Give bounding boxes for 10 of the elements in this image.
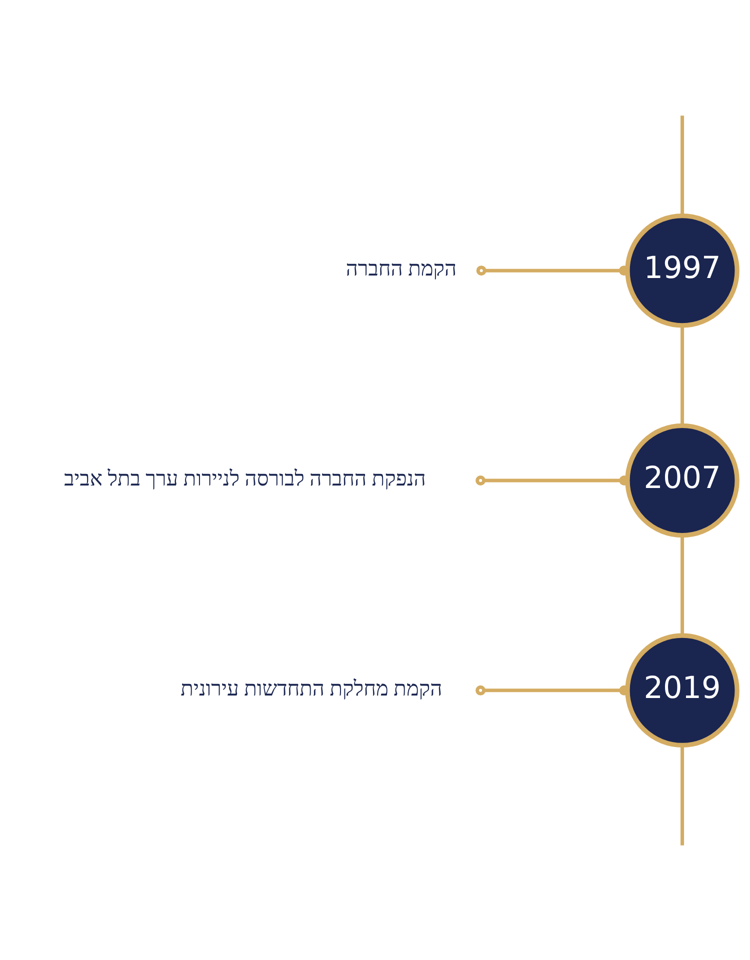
node-text: הנפקת החברה לבורסה לניירות ערך בתל אביב <box>64 466 426 490</box>
connector <box>680 744 684 845</box>
node-circle: 1997 <box>625 212 740 328</box>
node-text: הקמת מחלקת התחדשות עירונית <box>180 676 442 700</box>
connector <box>680 115 684 216</box>
connector <box>680 535 684 635</box>
connector <box>680 325 684 426</box>
node-circle: 2007 <box>625 422 740 538</box>
node-text: הקמת החברה <box>346 256 457 280</box>
node-circle: 2019 <box>625 632 740 748</box>
